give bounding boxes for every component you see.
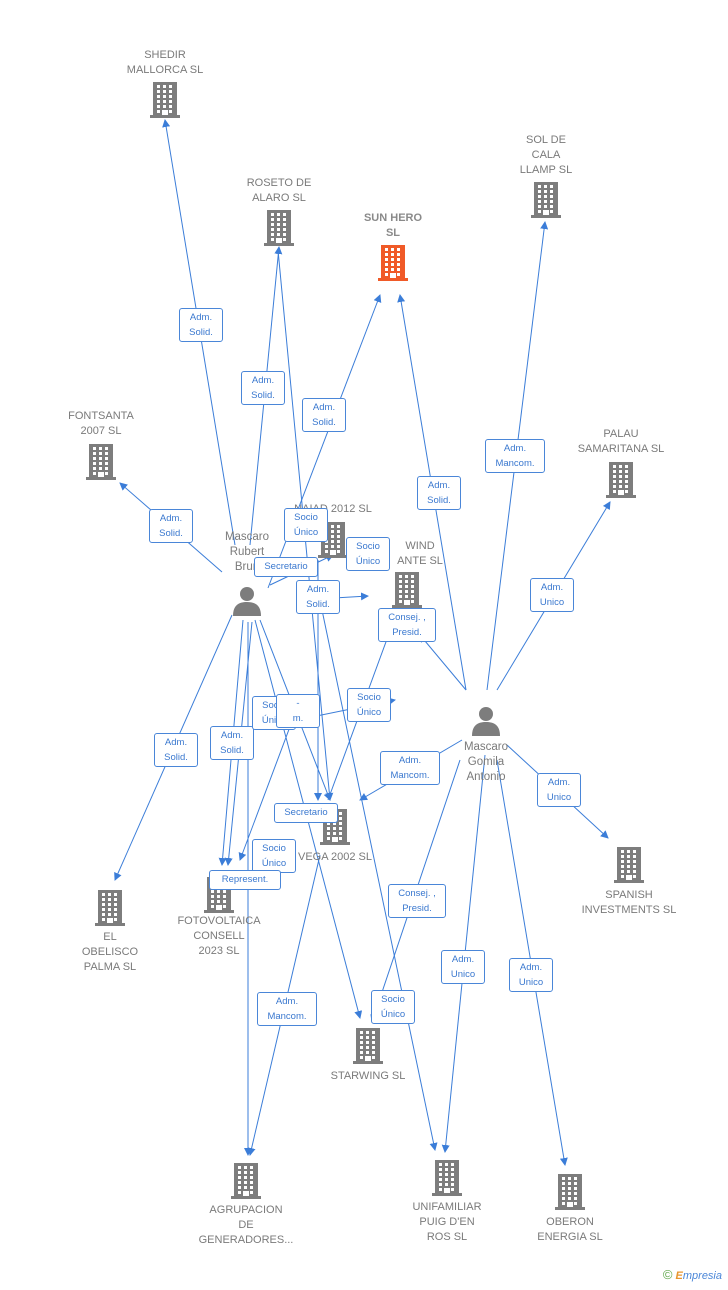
- building-icon: [95, 890, 125, 926]
- role-badge[interactable]: Socio Único: [252, 839, 296, 873]
- building-icon: [264, 210, 294, 246]
- role-badge[interactable]: Adm. Solid.: [302, 398, 346, 432]
- building-icon: [86, 444, 116, 480]
- company-label[interactable]: WIND ANTE SL: [397, 540, 443, 567]
- role-badge[interactable]: Adm. Solid.: [417, 476, 461, 510]
- role-badge[interactable]: Adm. Unico: [530, 578, 574, 612]
- role-badge[interactable]: Secretario: [254, 557, 318, 577]
- building-icon: [606, 462, 636, 498]
- role-badge[interactable]: Represent.: [209, 870, 281, 890]
- company-label[interactable]: OBERON ENERGIA SL: [537, 1216, 603, 1243]
- company-label[interactable]: SUN HERO SL: [363, 212, 423, 239]
- company-label[interactable]: SHEDIR MALLORCA SL: [126, 49, 204, 76]
- role-badge[interactable]: Adm. Mancom.: [485, 439, 545, 473]
- brand-name: mpresia: [682, 1270, 722, 1282]
- role-badge[interactable]: Adm. Solid.: [296, 580, 340, 614]
- role-badge[interactable]: Socio Único: [346, 537, 390, 571]
- building-icon: [378, 245, 408, 281]
- company-label[interactable]: AGRUPACION DE GENERADORES...: [198, 1204, 294, 1246]
- company-label[interactable]: SOL DE CALA LLAMP SL: [519, 134, 573, 176]
- role-badge[interactable]: Socio Único: [284, 508, 328, 542]
- building-icon: [353, 1028, 383, 1064]
- role-badge[interactable]: Socio Único: [371, 990, 415, 1024]
- role-badge[interactable]: Adm. Mancom.: [257, 992, 317, 1026]
- company-label[interactable]: STARWING SL: [330, 1070, 406, 1082]
- role-badge[interactable]: Adm. Unico: [537, 773, 581, 807]
- role-badge[interactable]: Adm. Solid.: [241, 371, 285, 405]
- brand-initial: E: [675, 1270, 683, 1282]
- role-badge[interactable]: Adm. Mancom.: [380, 751, 440, 785]
- role-badge[interactable]: Adm. Solid.: [210, 726, 254, 760]
- building-icon: [531, 182, 561, 218]
- person-icon: [233, 587, 261, 616]
- brand-footer[interactable]: © Empresia: [663, 1267, 722, 1282]
- copyright-symbol: ©: [662, 1267, 673, 1282]
- edge-line: [419, 634, 467, 691]
- person-label[interactable]: Mascaro Gomila Antonio: [463, 741, 509, 783]
- building-icon: [614, 847, 644, 883]
- company-label[interactable]: FONTSANTA 2007 SL: [68, 410, 134, 437]
- company-label[interactable]: UNIFAMILIAR PUIG D'EN ROS SL: [412, 1201, 482, 1243]
- company-label[interactable]: VEGA 2002 SL: [298, 851, 372, 863]
- company-label[interactable]: PALAU SAMARITANA SL: [577, 428, 665, 455]
- building-icon: [392, 572, 422, 608]
- role-badge[interactable]: Adm. Solid.: [179, 308, 223, 342]
- person-icon: [472, 707, 500, 736]
- company-label[interactable]: ROSETO DE ALARO SL: [246, 177, 312, 204]
- company-label[interactable]: SPANISH INVESTMENTS SL: [581, 889, 677, 916]
- role-badge[interactable]: - m.: [276, 694, 320, 728]
- edge-line: [321, 609, 438, 1151]
- role-badge[interactable]: Adm. Unico: [509, 958, 553, 992]
- building-icon: [231, 1163, 261, 1199]
- role-badge[interactable]: Secretario: [274, 803, 338, 823]
- role-badge[interactable]: Socio Único: [347, 688, 391, 722]
- role-badge[interactable]: Consej. , Presid.: [378, 608, 436, 642]
- person-label[interactable]: Mascaro Rubert Brun: [224, 531, 270, 573]
- building-icon: [432, 1160, 462, 1196]
- company-label[interactable]: FOTOVOLTAICA CONSELL 2023 SL: [177, 915, 261, 957]
- building-icon: [150, 82, 180, 118]
- building-icon: [555, 1174, 585, 1210]
- role-badge[interactable]: Adm. Unico: [441, 950, 485, 984]
- role-badge[interactable]: Adm. Solid.: [154, 733, 198, 767]
- company-label[interactable]: EL OBELISCO PALMA SL: [81, 931, 139, 973]
- role-badge[interactable]: Adm. Solid.: [149, 509, 193, 543]
- role-badge[interactable]: Consej. , Presid.: [388, 884, 446, 918]
